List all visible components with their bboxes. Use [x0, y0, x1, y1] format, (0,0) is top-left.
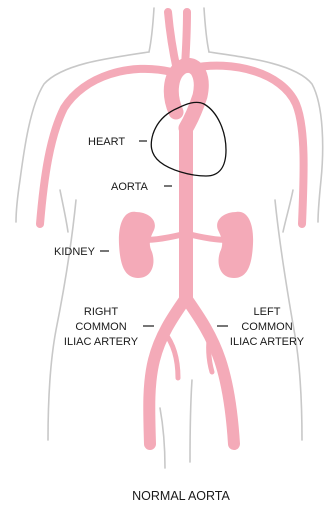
neck-right-line: [204, 8, 209, 52]
heart-label: HEART: [88, 136, 125, 148]
left-kidney: [217, 212, 253, 278]
arm-inner-left: [60, 190, 68, 232]
neck-left-line: [149, 8, 154, 52]
right-iliac-label-line-3: ILIAC ARTERY: [64, 336, 139, 348]
right-internal-iliac-artery: [164, 332, 178, 378]
right-iliac-label-line-2: COMMON: [75, 321, 126, 333]
arm-inner-right: [283, 190, 293, 232]
shoulder-left-outline: [16, 52, 149, 222]
leg-left-inner: [160, 408, 165, 468]
right-arm-artery: [192, 66, 304, 224]
leg-right-inner: [190, 380, 192, 462]
right-carotid-artery: [185, 12, 187, 66]
right-iliac-label-line-1: RIGHT: [84, 306, 119, 318]
left-carotid-artery: [168, 12, 177, 70]
left-iliac-label-line-3: ILIAC ARTERY: [230, 336, 305, 348]
right-common-iliac-artery: [149, 298, 186, 444]
left-iliac-label-line-1: LEFT: [254, 306, 281, 318]
kidney-label: KIDNEY: [54, 246, 96, 258]
aorta-label: AORTA: [111, 181, 149, 193]
left-iliac-label-line-2: COMMON: [241, 321, 292, 333]
torso-right-outline: [275, 200, 302, 440]
arteries: [40, 12, 304, 444]
diagram-caption: NORMAL AORTA: [132, 489, 230, 503]
aortic-arch: [171, 65, 201, 128]
torso-left-outline: [48, 200, 76, 440]
right-kidney: [119, 212, 155, 278]
